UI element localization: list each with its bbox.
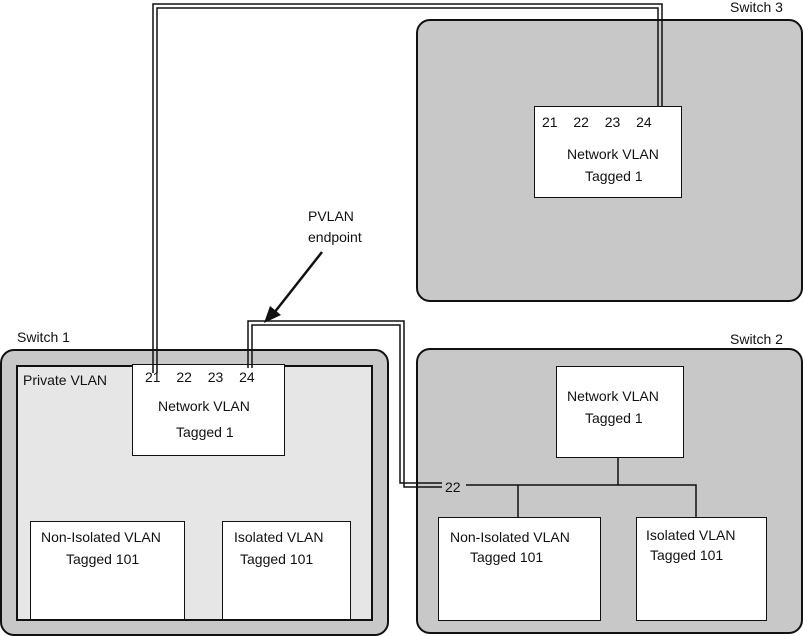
switch2-network-vlan-name: Network VLAN <box>567 388 659 404</box>
switch1-isolated-vlan-name: Isolated VLAN <box>234 529 324 545</box>
switch3-network-vlan-box <box>534 106 682 198</box>
pvlan-endpoint-annotation-line2: endpoint <box>308 229 362 245</box>
switch2-network-vlan-box <box>556 366 684 458</box>
switch3-port-24[interactable]: 24 <box>636 114 652 130</box>
trunk-link-switch1-switch2 <box>247 320 442 488</box>
switch1-title: Switch 1 <box>17 329 70 345</box>
switch1-isolated-vlan-tag: Tagged 101 <box>240 551 314 567</box>
switch3-port-22[interactable]: 22 <box>573 114 589 130</box>
switch2-nonisolated-vlan-box <box>438 517 601 621</box>
switch1-nonisolated-vlan-tag: Tagged 101 <box>66 551 140 567</box>
switch1-nonisolated-vlan-box <box>30 521 185 620</box>
switch2-isolated-vlan-tag: Tagged 101 <box>650 547 724 563</box>
switch3-network-vlan-name: Network VLAN <box>567 146 659 162</box>
switch3-port-21[interactable]: 21 <box>542 114 558 130</box>
switch2-network-vlan-tag: Tagged 1 <box>585 410 643 426</box>
switch2-isolated-vlan-name: Isolated VLAN <box>646 527 736 543</box>
switch1-port-23[interactable]: 23 <box>207 369 224 385</box>
trunk-link-switch1-switch3 <box>152 3 663 373</box>
switch1-port-22[interactable]: 22 <box>176 369 192 385</box>
switch1-port-24[interactable]: 24 <box>239 369 255 385</box>
switch2-port-22[interactable]: 22 <box>444 478 462 496</box>
pvlan-endpoint-arrow <box>264 251 323 323</box>
private-vlan-label: Private VLAN <box>23 372 108 388</box>
switch3-network-vlan-tag: Tagged 1 <box>585 168 643 184</box>
switch1-network-vlan-name: Network VLAN <box>158 398 250 414</box>
switch2-internal-bus <box>466 484 697 517</box>
switch2-isolated-vlan-box <box>636 517 767 621</box>
switch2-nonisolated-vlan-tag: Tagged 101 <box>470 549 544 565</box>
switch1-network-vlan-tag: Tagged 1 <box>176 424 234 440</box>
switch2-title: Switch 2 <box>730 331 783 347</box>
switch2-nonisolated-vlan-name: Non-Isolated VLAN <box>450 529 570 545</box>
switch1-isolated-vlan-box <box>222 521 351 620</box>
switch3-port-list: 21 22 23 24 <box>542 113 652 131</box>
switch3-title: Switch 3 <box>730 0 783 15</box>
switch3-port-23[interactable]: 23 <box>604 114 621 130</box>
pvlan-endpoint-annotation-line1: PVLAN <box>308 208 354 224</box>
switch1-nonisolated-vlan-name: Non-Isolated VLAN <box>41 529 161 545</box>
switch1-network-vlan-box <box>132 364 285 456</box>
